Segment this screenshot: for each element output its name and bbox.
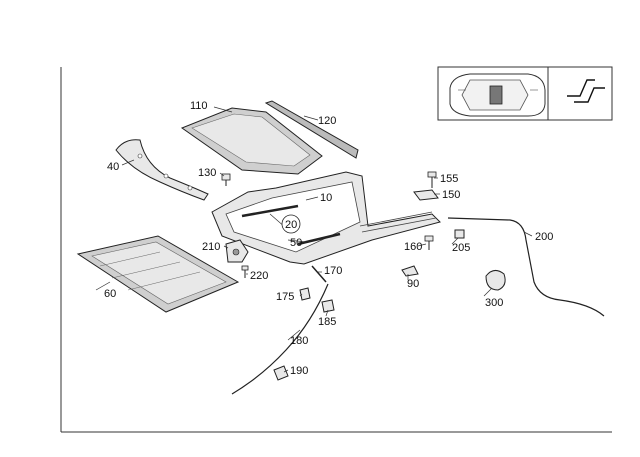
inset-panel [437,66,613,121]
part-200-drain-hose [447,217,605,317]
callout-185: 185 [318,316,336,328]
callout-20: 20 [285,219,297,231]
part-180-drain-hose [231,283,329,395]
part-300-grommet [485,270,506,291]
part-185-clip [321,299,335,313]
callout-200: 200 [535,231,553,243]
callout-175: 175 [276,291,294,303]
callout-155: 155 [440,173,458,185]
part-40-wind-deflector [115,139,209,201]
car-top-view-icon [449,73,546,117]
part-220-screw [241,265,249,278]
leader-lines [95,106,533,373]
callout-60: 60 [104,288,116,300]
callout-130: 130 [198,167,216,179]
part-210-motor [225,239,249,263]
callout-labels: 110 120 40 130 10 155 150 20 50 200 210 … [104,100,553,377]
callout-circle-20 [281,214,301,234]
callout-160: 160 [404,241,422,253]
callout-205: 205 [452,242,470,254]
sunroof-symbol-icon [567,79,605,103]
callout-50: 50 [290,237,302,249]
part-20-50-drive-cables [241,204,341,246]
part-160-bolt [424,235,434,250]
callout-90: 90 [407,278,419,290]
part-190-clip [273,365,289,381]
part-90-clip [401,265,419,277]
callout-180: 180 [290,335,308,347]
part-60-sunshade [76,235,240,313]
part-205-clip [454,229,465,239]
part-10-sunroof-frame [211,171,441,265]
callout-150: 150 [442,189,460,201]
callout-120: 120 [318,115,336,127]
callout-40: 40 [107,161,119,173]
callout-220: 220 [250,270,268,282]
part-110-glass-panel [180,107,323,175]
part-150-bracket [413,189,439,201]
part-155-bolt [427,171,437,188]
callout-10: 10 [320,192,332,204]
part-170-hose-connector [311,265,327,283]
callout-170: 170 [324,265,342,277]
callout-110: 110 [190,100,208,112]
part-130-bolt [221,173,231,186]
callout-210: 210 [202,241,220,253]
part-175-clamp [299,287,311,301]
part-120-seal-strip [264,100,359,159]
callout-190: 190 [290,365,308,377]
callout-300: 300 [485,297,503,309]
